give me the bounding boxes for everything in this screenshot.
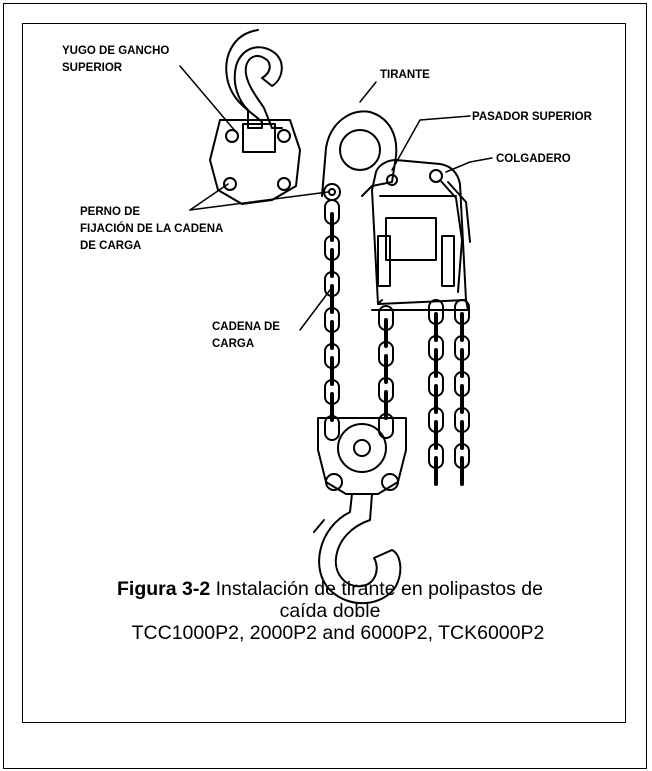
hanger-drawing [429,169,471,293]
outer-frame [3,3,647,769]
label-strut: TIRANTE [380,69,430,81]
chain-link [378,413,394,439]
leader-lines [179,65,493,331]
caption-line-2: caída doble [279,600,381,622]
label-upper-pin: PASADOR SUPERIOR [472,111,593,123]
figure-caption: Figura 3-2 Instalación de tirante en pol… [60,578,600,644]
strut-drawing [321,110,398,201]
hand-chain-right-a [428,299,444,486]
bottom-block-drawing [317,417,407,495]
label-chain-bolt-3: DE CARGA [80,240,141,252]
label-load-chain-2: CARGA [212,338,254,350]
label-chain-bolt-1: PERNO DE [80,206,140,218]
label-upper-hook-yoke-2: SUPERIOR [62,62,123,74]
caption-line-3: TCC1000P2, 2000P2 and 6000P2, TCK6000P2 [131,622,545,644]
figure-panel [22,23,626,723]
label-chain-bolt-2: FIJACIÓN DE LA CADENA [80,222,223,235]
figure-number: Figura 3-2 [117,578,211,600]
chain-link [324,415,340,441]
label-load-chain-1: CADENA DE [212,321,280,333]
load-chain-left [324,199,340,441]
label-hanger: COLGADERO [496,153,571,165]
caption-line-1: Instalación de tirante en polipastos de [215,578,543,600]
bottom-hook-drawing [313,493,402,604]
label-upper-hook-yoke-1: YUGO DE GANCHO [62,45,169,57]
hand-chain-right-b [454,299,470,486]
load-chain-middle [378,305,394,439]
